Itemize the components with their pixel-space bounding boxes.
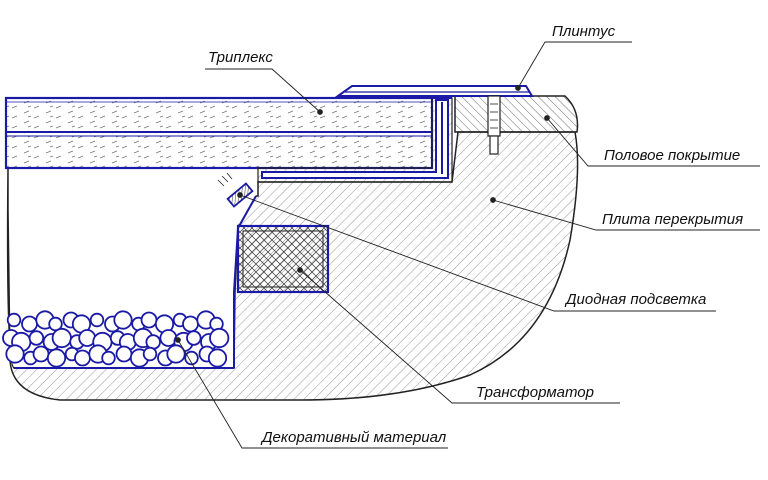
niche-outline: [233, 195, 257, 368]
screw-icon: [487, 95, 501, 155]
lighting-niche: [14, 168, 256, 300]
pebble: [140, 311, 158, 329]
floor-covering: [454, 95, 579, 133]
leader-led: [239, 194, 716, 312]
label-decorative-material: Декоративный материал: [260, 429, 447, 446]
glass-support-profile: [257, 97, 453, 183]
pebble: [101, 350, 116, 366]
pebble: [115, 345, 133, 363]
baseboard: [334, 85, 534, 97]
label-led-lighting: Диодная подсветка: [564, 291, 706, 308]
pebble: [32, 345, 50, 363]
pebble: [209, 327, 230, 349]
pebble: [46, 348, 67, 368]
leader-decorative: [177, 339, 448, 449]
pebble: [28, 330, 45, 346]
pebble: [89, 312, 105, 328]
pebble: [184, 350, 199, 366]
label-baseboard: Плинтус: [552, 23, 616, 40]
pebble: [207, 348, 228, 368]
pebble: [6, 312, 22, 328]
decorative-pebbles: [2, 310, 230, 368]
pebble: [142, 346, 158, 362]
pebble: [51, 327, 72, 349]
leader-floor-slab: [492, 199, 760, 231]
pebble: [186, 330, 202, 346]
pebble: [5, 344, 25, 364]
pebble: [113, 310, 133, 330]
leader-transformer: [299, 269, 620, 404]
leader-floor-covering: [546, 117, 760, 167]
pebble: [145, 334, 161, 350]
leader-baseboard: [517, 41, 632, 89]
label-floor-covering: Половое покрытие: [604, 147, 740, 164]
label-transformer: Трансформатор: [476, 384, 594, 401]
label-triplex: Триплекс: [208, 49, 273, 66]
label-floor-slab: Плита перекрытия: [602, 211, 743, 228]
leader-lines: [175, 41, 760, 449]
pebble: [21, 315, 38, 333]
leader-triplex: [205, 68, 321, 113]
pebble: [74, 349, 91, 367]
pebble: [166, 344, 186, 364]
pebble: [182, 315, 199, 333]
triplex-glass: [4, 96, 434, 170]
